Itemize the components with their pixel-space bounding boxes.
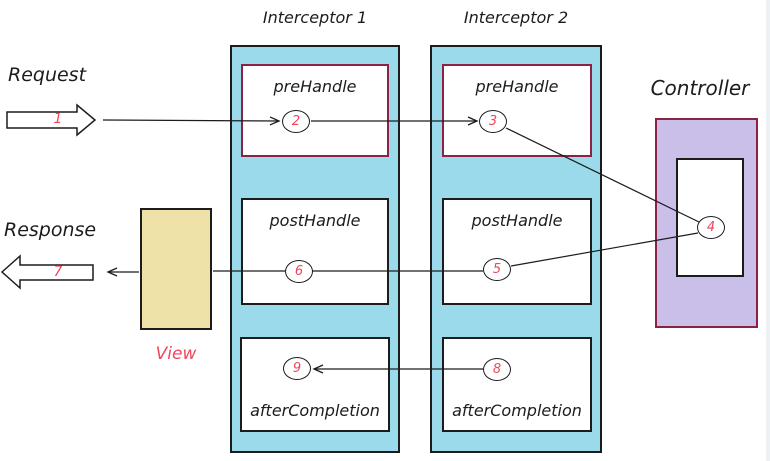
- step-marker-9: 9: [283, 357, 311, 380]
- step-marker-4: 4: [697, 216, 725, 239]
- method-label-posthandle-2: postHandle: [471, 211, 563, 230]
- controller-title: Controller: [650, 76, 750, 100]
- request-label: Request: [8, 64, 87, 86]
- method-label-prehandle-1: preHandle: [273, 77, 357, 96]
- view-label: View: [155, 344, 197, 364]
- method-label-posthandle-1: postHandle: [269, 211, 361, 230]
- step-marker-2: 2: [282, 110, 310, 133]
- method-box-prehandle-1: preHandle: [241, 64, 389, 157]
- method-box-posthandle-2: postHandle: [442, 198, 592, 305]
- view-box: [140, 208, 212, 330]
- step-7-label: 7: [53, 264, 63, 280]
- method-label-prehandle-2: preHandle: [475, 77, 559, 96]
- interceptor-2-title: Interceptor 2: [463, 8, 569, 27]
- step-marker-3: 3: [479, 110, 507, 133]
- step-1-label: 1: [53, 111, 63, 127]
- step-marker-6: 6: [285, 260, 313, 283]
- interceptor-1-title: Interceptor 1: [262, 8, 368, 27]
- step-marker-5: 5: [483, 258, 511, 281]
- response-label: Response: [4, 219, 97, 241]
- method-box-prehandle-2: preHandle: [442, 64, 592, 157]
- method-box-aftercompletion-2: afterCompletion: [442, 337, 592, 432]
- method-box-posthandle-1: postHandle: [241, 198, 389, 305]
- method-label-aftercompletion-1: afterCompletion: [250, 401, 380, 420]
- method-label-aftercompletion-2: afterCompletion: [452, 401, 582, 420]
- window-edge-strip: [766, 0, 770, 461]
- step-marker-8: 8: [483, 358, 511, 381]
- method-box-aftercompletion-1: afterCompletion: [240, 337, 390, 432]
